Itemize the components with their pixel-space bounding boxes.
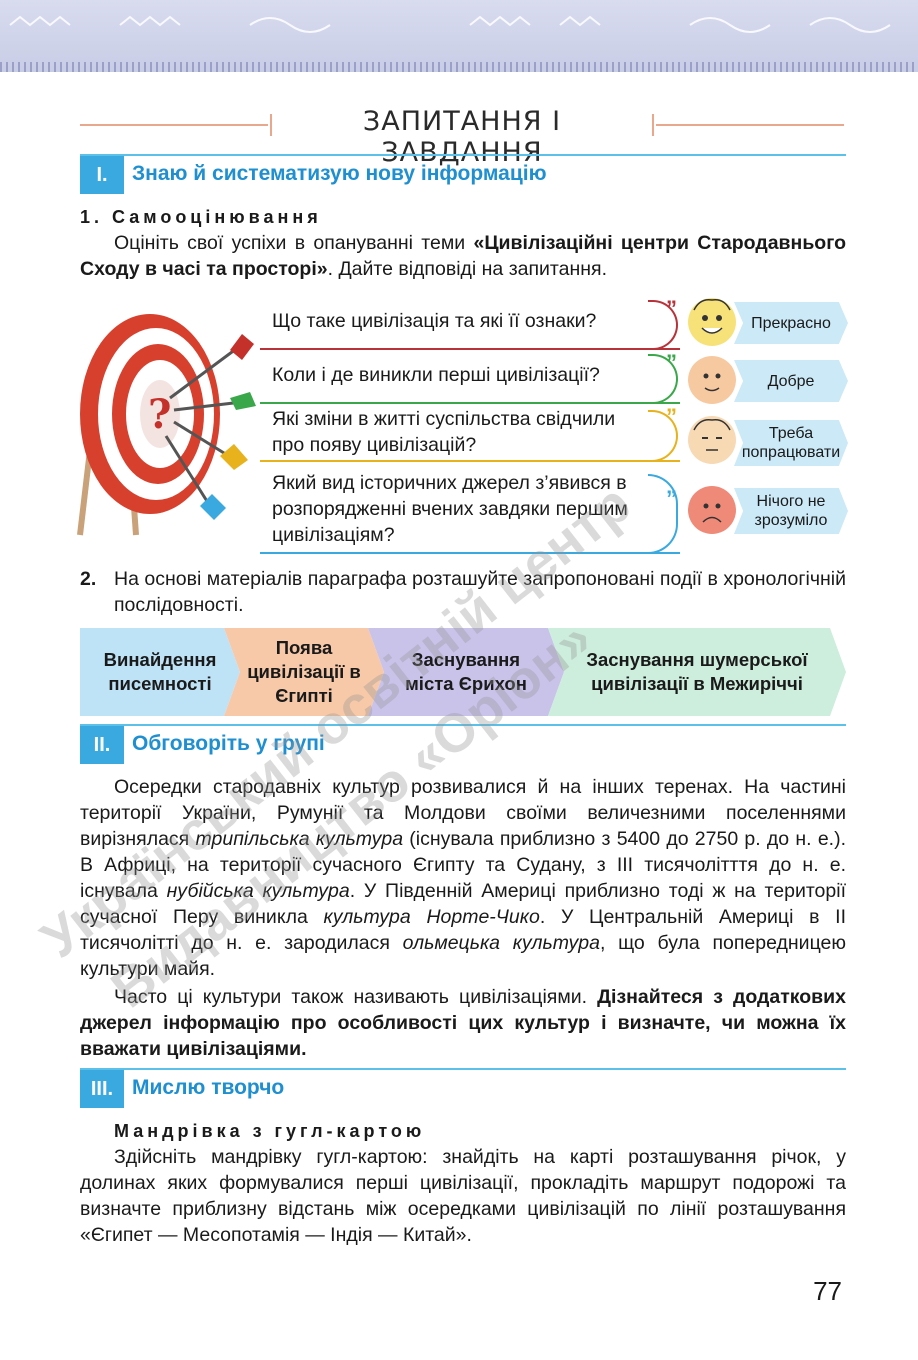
p1-run: . У Центральній Америці в II тисячолітті… <box>80 906 846 954</box>
section-3-title: Мислю творчо <box>132 1076 285 1099</box>
task-2-number: 2. <box>80 568 97 590</box>
p2-run: Дізнайтеся з додаткових джерел інформаці… <box>80 986 847 1060</box>
task-1-topic: «Цивілізаційні центри Стародавнього Сход… <box>80 232 846 280</box>
section-2-paragraph-2: Часто ці культури також називають цивілі… <box>80 984 846 1062</box>
rating-excellent: Прекрасно <box>734 302 848 344</box>
title-tick-left <box>270 114 272 136</box>
task-1-text-a: Оцініть свої успіхи в опануванні теми <box>114 232 474 254</box>
rating-needs-work: Треба попрацювати <box>734 420 848 466</box>
question-1: Що таке цивілізація та які її ознаки? <box>272 310 597 332</box>
thinking-face-icon <box>688 416 736 464</box>
question-2-line <box>260 402 680 404</box>
task-1-text: Оцініть свої успіхи в опануванні теми «Ц… <box>80 230 846 282</box>
p1-run: , що була попередницею культури майя. <box>80 932 846 980</box>
rating-not-understood: Нічого не зрозуміло <box>734 488 848 534</box>
question-1-line <box>260 348 680 350</box>
target-icon: ? <box>77 314 256 536</box>
event-egypt: Поява цивілізації в Єгипті <box>224 628 384 716</box>
sad-face-icon <box>688 486 736 534</box>
chronology-events: Винайдення писемності Поява цивілізації … <box>80 628 846 716</box>
section-1-title: Знаю й систематизую нову інформацію <box>132 162 547 185</box>
p1-run: . У Південній Америці приблизно тоді ж н… <box>80 880 846 928</box>
question-4-line <box>260 552 680 554</box>
banner-fringe <box>0 62 918 72</box>
self-assessment-block: ? Що таке цивілізація та які її ознаки? … <box>70 290 850 560</box>
quote-4-icon: ” <box>666 486 677 511</box>
question-3: Які зміни в житті суспільства свідчили п… <box>272 408 616 456</box>
page-title: ЗАПИТАННЯ І ЗАВДАННЯ <box>362 106 562 168</box>
section-2-title: Обговоріть у групі <box>132 732 325 755</box>
section-3-subheading: Мандрівка з гугл-картою <box>114 1121 426 1141</box>
section-2-number: II. <box>80 726 124 764</box>
task-2: 2. На основі матеріалів параграфа розташ… <box>80 566 846 618</box>
task-2-text: На основі матеріалів параграфа розташуйт… <box>114 568 846 616</box>
p1-run: Осередки стародавніх культур розвивалися… <box>80 776 846 850</box>
section-2-heading: II. Обговоріть у групі <box>80 724 846 764</box>
task-1-text-b: . Дайте відповіді на запитання. <box>327 258 607 280</box>
title-line-right <box>656 124 844 126</box>
p1-run: трипільська культура <box>195 828 404 850</box>
p2-run: Часто ці культури також називають цивілі… <box>114 986 598 1008</box>
quote-1-icon: ” <box>666 296 677 321</box>
p1-run: ольмецька культура <box>402 932 600 954</box>
section-1-number: I. <box>80 156 124 194</box>
task-1-heading: 1. Самооцінювання <box>80 207 322 227</box>
quote-3-icon: ” <box>666 404 677 429</box>
p1-run: нубійська культура <box>166 880 350 902</box>
question-2: Коли і де виникли перші цивілізації? <box>272 364 600 386</box>
page-number: 77 <box>813 1276 842 1306</box>
section-3-heading: III. Мислю творчо <box>80 1068 846 1108</box>
question-4: Який вид історичних джерел з’явився в ро… <box>272 472 628 546</box>
question-3-line <box>260 460 680 462</box>
section-3-number: III. <box>80 1070 124 1108</box>
p1-run: (існувала приблизно з 5400 до 2750 р. до… <box>80 828 846 902</box>
event-jericho: Заснування міста Єрихон <box>368 628 564 716</box>
content-face-icon <box>688 356 736 404</box>
section-1-heading: I. Знаю й систематизую нову інформацію <box>80 154 846 194</box>
p1-run: культура Норте-Чико <box>323 906 540 928</box>
smiling-face-icon <box>688 298 736 346</box>
section-3-text: Здійсніть мандрівку гугл-картою: знайдіт… <box>80 1146 846 1246</box>
event-sumer: Заснування шумерської цивілізації в Межи… <box>548 628 846 716</box>
section-2-paragraph-1: Осередки стародавніх культур розвивалися… <box>80 774 846 982</box>
rating-good: Добре <box>734 360 848 402</box>
quote-2-icon: ” <box>666 350 677 375</box>
page-title-row: ЗАПИТАННЯ І ЗАВДАННЯ <box>80 104 844 168</box>
title-line-left <box>80 124 268 126</box>
title-tick-right <box>652 114 654 136</box>
target-question-mark: ? <box>148 391 171 438</box>
decorative-banner <box>0 0 918 72</box>
ornament-icon <box>9 15 891 33</box>
event-writing: Винайдення писемності <box>80 628 240 716</box>
